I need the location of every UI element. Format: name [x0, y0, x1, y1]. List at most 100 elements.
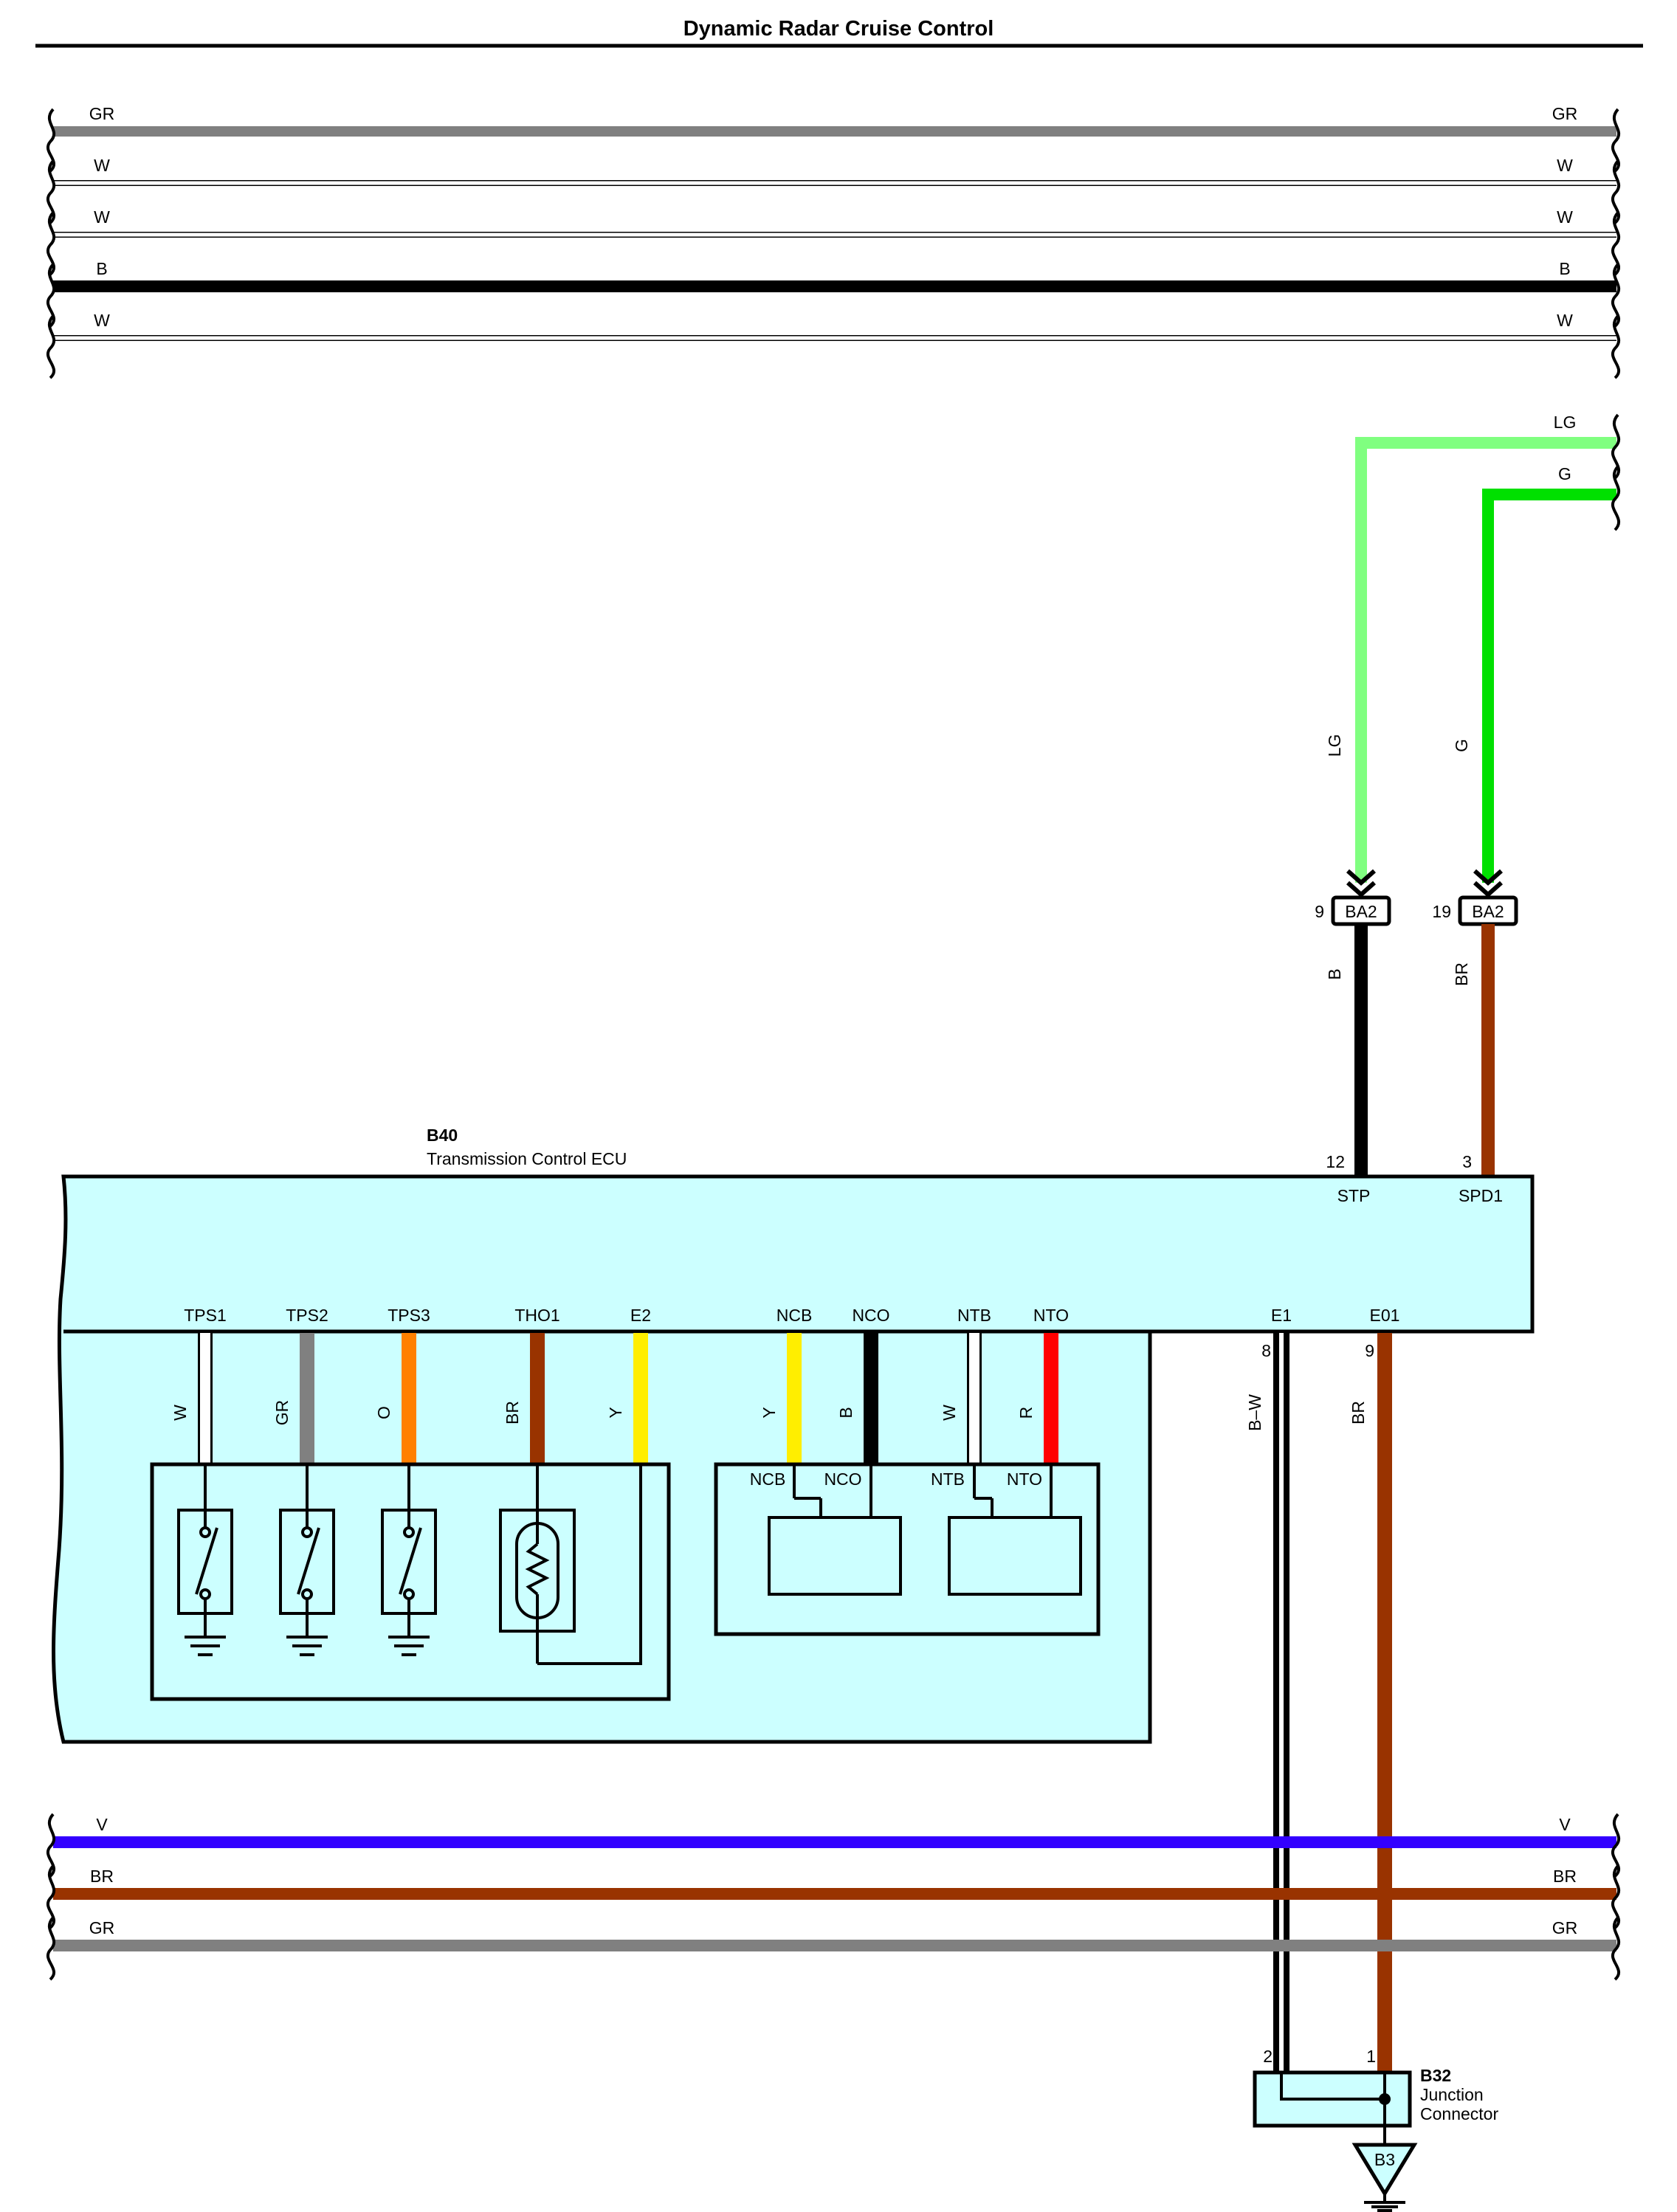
connector-ba2-left: BA2 9 B [1315, 869, 1391, 1176]
ecu-pin-stp-number: 12 [1326, 1152, 1345, 1171]
thermistor-icon [499, 1464, 642, 1665]
bus-break-marks [47, 108, 1621, 379]
throttle-sensor-box [150, 1462, 671, 1701]
switch-tps2 [279, 1464, 335, 1637]
terminal-e1: E1 [1271, 1306, 1292, 1325]
switch-tps3 [381, 1464, 437, 1637]
junction-connector-b32: 2 1 B32 Junction Connector B3 [1253, 2047, 1498, 2212]
junction-bus [1280, 2073, 1385, 2101]
wire-label-bw: B–W [1245, 1394, 1264, 1431]
wire-label-lg-right: LG [1554, 413, 1577, 432]
junction-line2: Connector [1420, 2104, 1498, 2123]
top-bus-wire-4: B B [53, 259, 1616, 292]
wire-label-b: B [1325, 968, 1344, 979]
ecu-pin-e1-number: 8 [1261, 1341, 1271, 1360]
terminal-nco: NCO [852, 1306, 889, 1325]
diagram-title: Dynamic Radar Cruise Control [683, 17, 994, 41]
ground-wires: 8 9 B–W BR [1245, 1333, 1392, 2073]
bottom-bus-wire-3: GR GR [53, 1918, 1616, 1951]
ecu-pin-spd1-number: 3 [1462, 1152, 1472, 1171]
terminal-ntb: NTB [957, 1306, 991, 1325]
wire-label-left: V [96, 1815, 108, 1834]
bottom-bus-wire-1: V V [53, 1815, 1616, 1848]
wire-label-o: O [374, 1406, 393, 1419]
chevron-down-icon [1346, 869, 1376, 898]
ecu-name: Transmission Control ECU [427, 1149, 627, 1168]
junction-code: B32 [1420, 2066, 1451, 2085]
ecu-code: B40 [427, 1126, 458, 1145]
wire-label-g-vertical: G [1452, 739, 1471, 752]
connector-pin: 19 [1432, 902, 1451, 921]
top-bus: GR GR W W W W B B W W [47, 104, 1621, 379]
connector-name: BA2 [1345, 902, 1377, 921]
wire-label-right: BR [1553, 1867, 1577, 1886]
ground-icon [388, 1636, 430, 1656]
terminal-nto: NTO [1033, 1306, 1069, 1325]
ground-icon [185, 1636, 226, 1656]
ecu-pin-stp: STP [1337, 1186, 1371, 1205]
chevron-down-icon [1473, 869, 1503, 898]
wire-label-left: W [94, 311, 110, 330]
wire-label-right: GR [1552, 1918, 1578, 1937]
switch-tps1 [177, 1464, 233, 1637]
terminal-tps2: TPS2 [286, 1306, 328, 1325]
bus-break-marks [47, 1813, 1621, 1981]
wire-label-r: R [1016, 1407, 1036, 1419]
ground-icon [286, 1636, 328, 1656]
wire-lg [1355, 437, 1616, 883]
connector-pin: 9 [1315, 902, 1324, 921]
speed-sensor-box: NCB NCO NTB NTO [714, 1462, 1101, 1636]
terminal-tho1: THO1 [514, 1306, 559, 1325]
wire-label-right: W [1557, 311, 1573, 330]
top-bus-wire-2: W W [53, 156, 1616, 186]
wire-label-left: GR [89, 1918, 115, 1937]
wire-label-w: W [940, 1405, 959, 1421]
wire-label-y: Y [606, 1407, 625, 1418]
wire-label-left: B [96, 259, 107, 278]
wire-label-b: B [836, 1407, 855, 1418]
sensor-label-ncb: NCB [750, 1470, 786, 1489]
ground-point-icon [1351, 2143, 1418, 2197]
bus-break-mark [1611, 413, 1621, 480]
sensor-ncb-nco [768, 1464, 902, 1596]
bus-break-mark [1611, 465, 1621, 531]
wire-label-right: W [1557, 207, 1573, 227]
wire-label-left: BR [90, 1867, 114, 1886]
bottom-bus: V V BR BR GR GR [47, 1813, 1621, 1981]
wire-label-br: BR [1349, 1401, 1368, 1424]
sensor-label-nto: NTO [1007, 1470, 1042, 1489]
wire-label-w: W [171, 1405, 190, 1421]
internal-wires [198, 1333, 1058, 1464]
wire-label-g-right: G [1558, 464, 1571, 483]
wire-label-left: W [94, 156, 110, 175]
wire-label-gr: GR [272, 1400, 292, 1426]
junction-line1: Junction [1420, 2085, 1484, 2104]
wire-label-br: BR [1452, 962, 1471, 986]
terminal-tps3: TPS3 [388, 1306, 430, 1325]
wire-label-right: W [1557, 156, 1573, 175]
wire-g [1482, 489, 1616, 883]
terminal-tps1: TPS1 [184, 1306, 227, 1325]
top-bus-wire-3: W W [53, 207, 1616, 238]
ecu-b40: B40 Transmission Control ECU 12 3 STP SP… [52, 1126, 1535, 1744]
incoming-wires: LG G LG G [1325, 413, 1621, 883]
top-bus-wire-5: W W [53, 311, 1616, 341]
ground-icon [1364, 2201, 1405, 2212]
terminal-e2: E2 [630, 1306, 651, 1325]
ground-point-label: B3 [1374, 2150, 1395, 2169]
connector-name: BA2 [1472, 902, 1504, 921]
top-bus-wire-1: GR GR [53, 104, 1616, 137]
wire-label-br: BR [503, 1401, 522, 1424]
terminal-ncb: NCB [776, 1306, 813, 1325]
sensor-label-nco: NCO [824, 1470, 861, 1489]
junction-dot [1379, 2093, 1391, 2105]
sensor-ntb-nto [948, 1464, 1082, 1596]
junction-pin-left: 2 [1263, 2047, 1273, 2066]
sensor-enclosure [714, 1462, 1101, 1636]
connector-ba2-right: BA2 19 BR [1432, 869, 1518, 1176]
wire-label-left: W [94, 207, 110, 227]
wire-label-right: V [1559, 1815, 1571, 1834]
wire-label-right: B [1559, 259, 1570, 278]
wire-label-left: GR [89, 104, 115, 123]
